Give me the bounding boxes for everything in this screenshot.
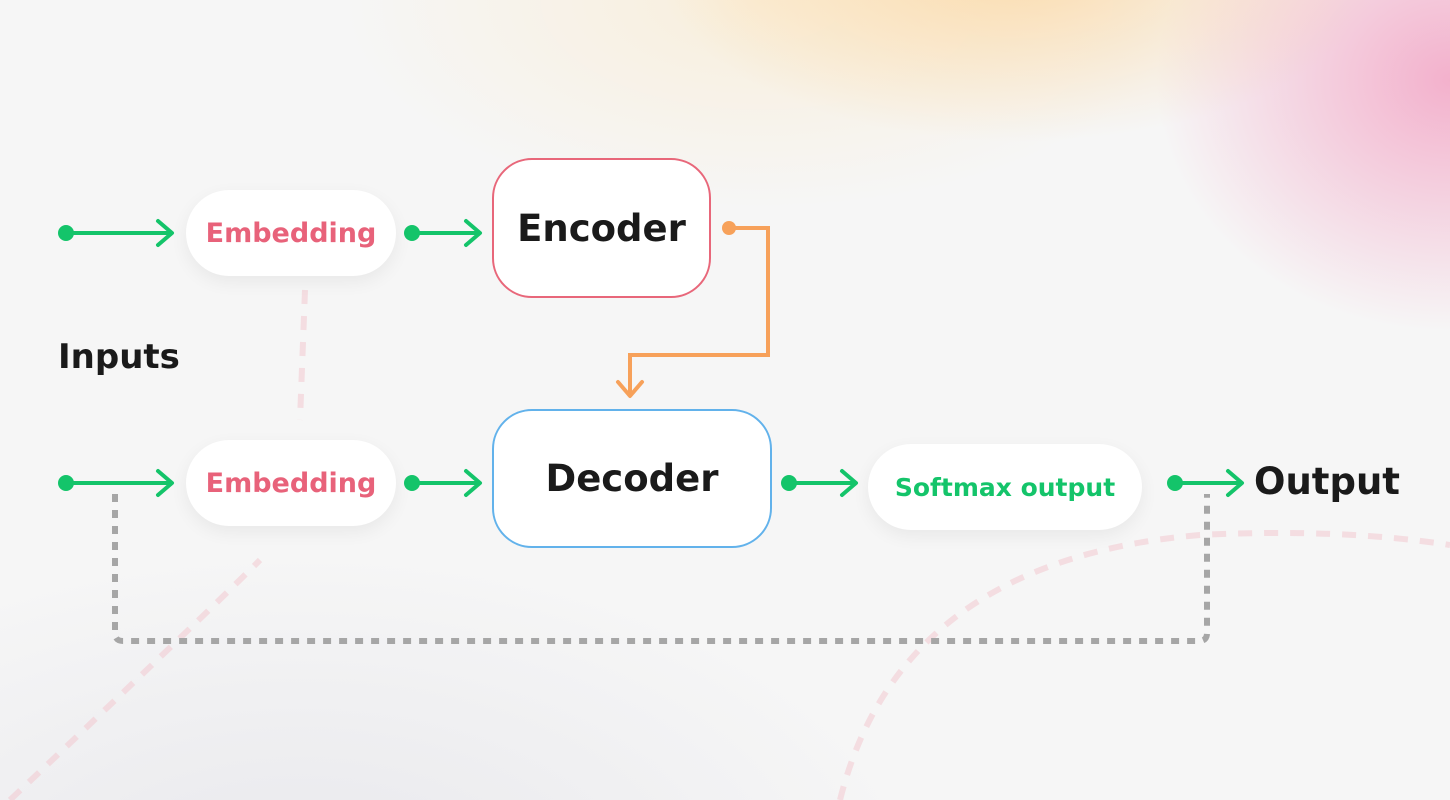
encoder-label: Encoder: [517, 206, 686, 250]
decorative-arcs: [7, 289, 1450, 800]
embedding-top-label: Embedding: [205, 217, 377, 249]
arrow-decoder-to-softmax: [781, 469, 858, 497]
inputs-label: Inputs: [58, 337, 180, 377]
arrow-embedding-bottom-to-decoder: [404, 469, 482, 497]
embedding-top-node: Embedding: [186, 190, 396, 276]
feedback-loop-path: [112, 494, 1210, 644]
softmax-output-label: Softmax output: [894, 472, 1116, 502]
arrow-input-to-embedding-top: [58, 219, 174, 247]
embedding-bottom-node: Embedding: [186, 440, 396, 526]
arrow-softmax-to-output: [1167, 469, 1244, 497]
softmax-output-node: Softmax output: [868, 444, 1142, 530]
decoder-label: Decoder: [545, 457, 719, 500]
encoder-node: Encoder: [492, 158, 711, 298]
decoder-node: Decoder: [492, 409, 772, 548]
embedding-bottom-label: Embedding: [205, 467, 377, 499]
arrow-input-to-embedding-bottom: [58, 469, 174, 497]
output-label: Output: [1254, 460, 1400, 503]
arrow-embedding-top-to-encoder: [404, 219, 482, 247]
encoder-to-decoder-link: [616, 221, 770, 398]
